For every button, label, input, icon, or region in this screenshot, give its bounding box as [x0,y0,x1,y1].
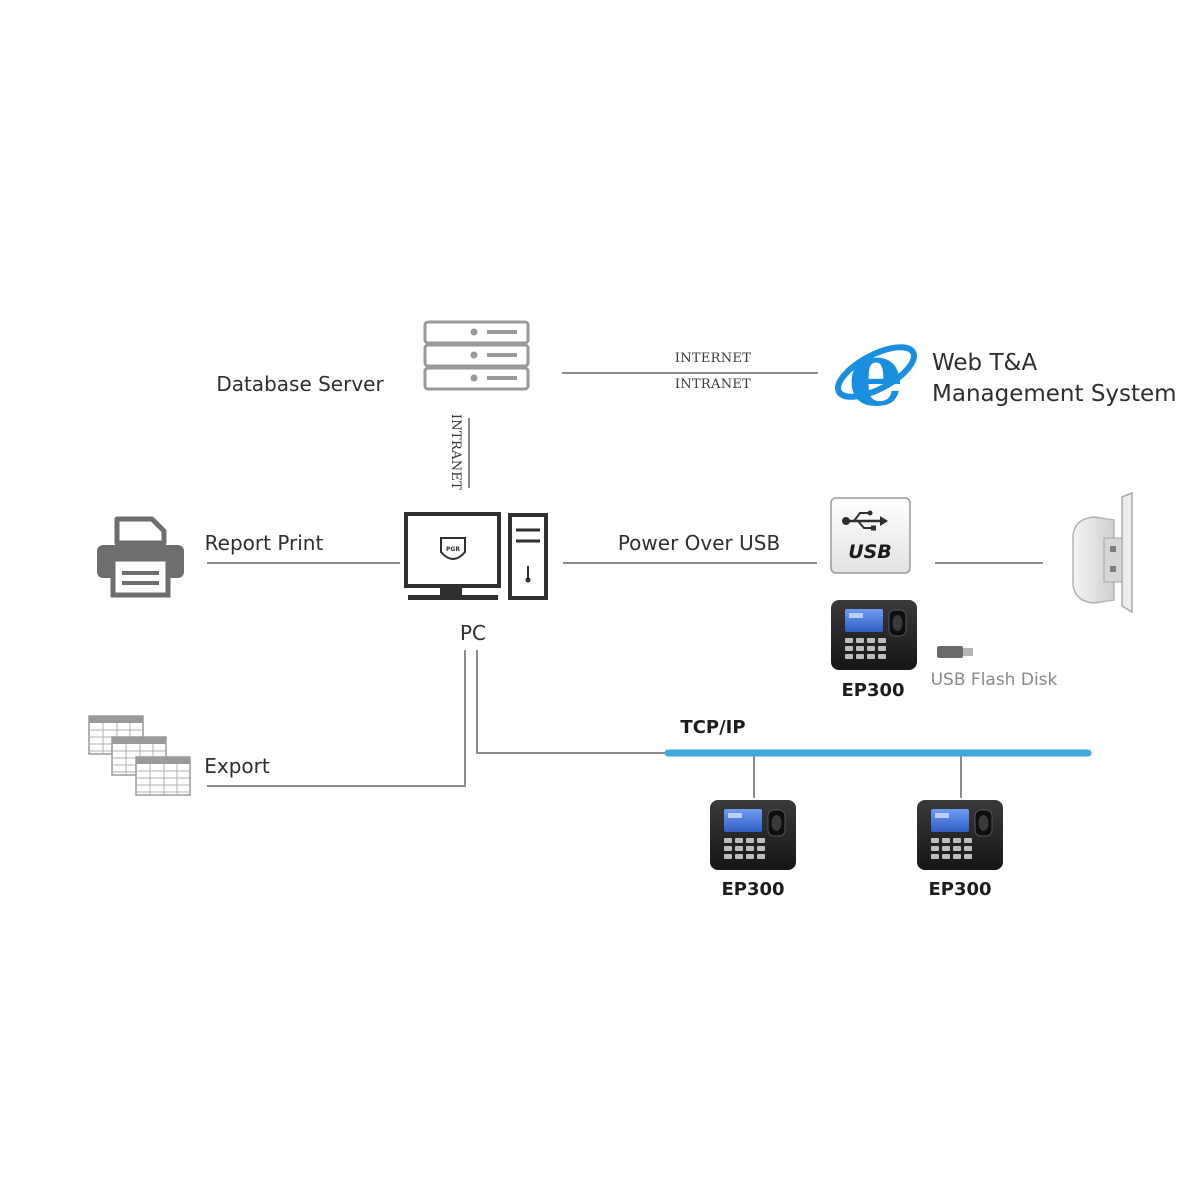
usb-icon: USB [830,497,911,574]
usb-badge-label: USB [848,541,892,563]
usb-flash-disk-label: USB Flash Disk [931,670,1058,690]
intranet-vertical-label: INTRANET [448,414,463,490]
internet-explorer-icon: e [835,322,917,426]
ep300-tcp-2-label: EP300 [928,879,991,900]
spreadsheet-export-icon [88,715,191,796]
ep300-terminal-icon [916,799,1004,871]
database-server-label: Database Server [216,372,384,396]
pc-screen-badge: PGR [446,546,460,553]
pc-to-tcp-bus-link [476,650,668,754]
tcp-ip-label: TCP/IP [680,717,745,738]
ep300-tcp-1-label: EP300 [721,879,784,900]
usb-flash-disk-icon [937,646,973,658]
report-print-label: Report Print [205,531,324,555]
pc-to-export-link [207,650,466,787]
ep300-terminal-icon [830,599,918,671]
web-system-title-line1: Web T&A [932,350,1037,376]
database-server-icon [423,320,530,391]
pc-label: PC [460,621,486,645]
ep300-usb-label: EP300 [841,680,904,701]
wall-power-adapter-icon [1072,491,1133,614]
printer-icon [97,516,184,598]
web-system-title-line2: Management System [932,381,1177,407]
ep300-terminal-icon [709,799,797,871]
svg-text:e: e [848,322,904,426]
export-label: Export [204,754,270,778]
internet-label: INTERNET [675,351,751,366]
desktop-computer-icon: PGR [404,512,548,600]
intranet-label: INTRANET [675,377,751,392]
power-over-usb-label: Power Over USB [618,531,780,555]
